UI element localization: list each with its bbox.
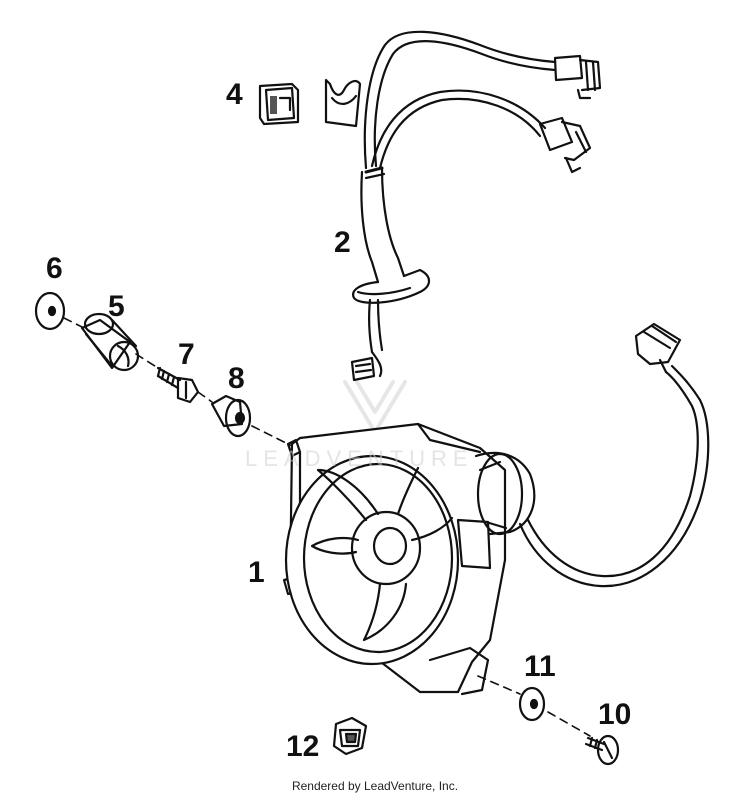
clip-nut-12[interactable]: [332, 716, 368, 756]
bushing-8[interactable]: [210, 394, 252, 438]
callout-11: 11: [524, 650, 556, 683]
fan-motor-assembly[interactable]: [282, 322, 710, 696]
washer-11[interactable]: [518, 686, 546, 722]
spacer-sleeve[interactable]: [80, 312, 140, 372]
watermark-logo: [343, 380, 407, 434]
watermark-text: LEADVENTURE: [245, 446, 474, 471]
callout-7: 7: [178, 338, 195, 371]
callout-1: 1: [248, 556, 265, 589]
callout-10: 10: [598, 698, 632, 731]
callout-4: 4: [226, 78, 243, 111]
screw-10[interactable]: [584, 734, 620, 766]
callout-12: 12: [286, 730, 320, 763]
bolt-7[interactable]: [156, 366, 200, 404]
callout-2: 2: [334, 226, 351, 259]
callout-6: 6: [46, 252, 63, 285]
footer-credit: Rendered by LeadVenture, Inc.: [291, 779, 459, 793]
wire-harness[interactable]: [324, 30, 602, 382]
callout-8: 8: [228, 362, 245, 395]
callout-5: 5: [108, 290, 125, 323]
washer-6[interactable]: [34, 291, 66, 331]
relay[interactable]: [258, 82, 300, 126]
